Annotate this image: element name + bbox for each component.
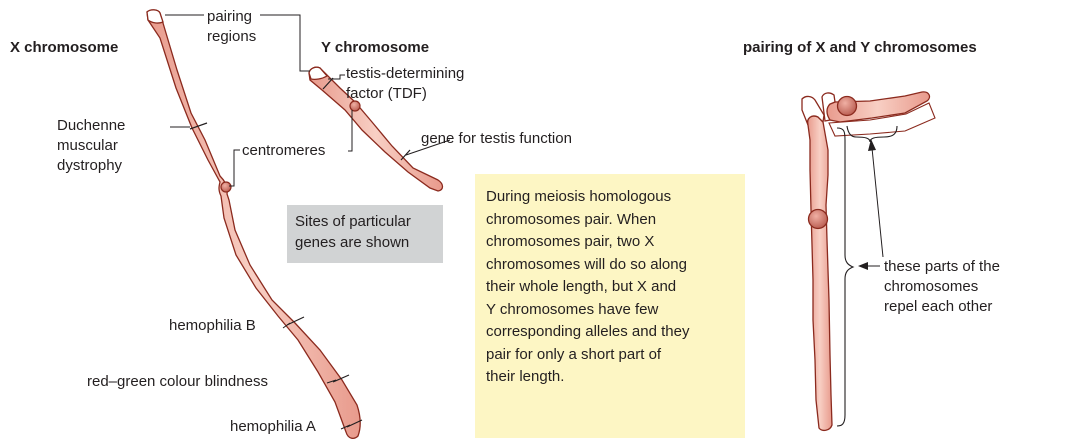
meiosis-note-box: During meiosis homologous chromosomes pa… [475, 174, 745, 438]
centromere-leader-x [229, 149, 240, 187]
centromeres-label: centromeres [242, 142, 326, 159]
paired-x-centromere [807, 208, 829, 230]
paired-y-centromere [836, 95, 858, 117]
x-centromere [220, 181, 232, 193]
x-chromosome-heading: X chromosome [10, 39, 119, 56]
meiosis-note-line: chromosomes pair, two X [486, 233, 655, 250]
pairing-heading: pairing of X and Y chromosomes [743, 39, 977, 56]
vertical-brace [836, 127, 855, 427]
pairing-regions-label: pairing regions [207, 8, 257, 45]
hemophilia-b-label: hemophilia B [169, 317, 256, 334]
tdf-tick [322, 77, 334, 90]
meiosis-note-line: During meiosis homologous [486, 188, 672, 205]
pairing-leader-y [260, 14, 310, 72]
repel-label: these parts of the chromosomes repel eac… [884, 258, 1000, 315]
testis-function-leader [405, 139, 451, 156]
tdf-label: testis-determining factor (TDF) [346, 65, 465, 102]
colour-blindness-label: red–green colour blindness [87, 373, 268, 390]
meiosis-note-line: chromosomes pair. When [486, 210, 657, 228]
paired-x-chromosome [801, 95, 833, 432]
meiosis-note-line: pair for only a short part of [486, 345, 662, 363]
hemophilia-b-leader [282, 322, 291, 329]
meiosis-note-line: chromosomes will do so along [486, 255, 687, 273]
genes-note-line: genes are shown [295, 234, 410, 251]
meiosis-note-line: their length. [486, 368, 565, 385]
testis-function-tick [400, 149, 411, 161]
x-chromosome [146, 9, 361, 439]
meiosis-note-line: their whole length, but X and [486, 278, 677, 295]
paired-y-chromosome [821, 91, 936, 137]
hemophilia-a-tick [346, 419, 363, 428]
centromere-leader-y [348, 110, 353, 152]
genes-note-line: Sites of particular [295, 213, 411, 230]
meiosis-note-line: Y chromosomes have few [486, 300, 659, 318]
genes-note-box: Sites of particular genes are shown [287, 205, 443, 263]
testis-function-label: gene for testis function [421, 130, 572, 147]
duchenne-tick [189, 122, 208, 130]
colour-blindness-leader [326, 379, 337, 384]
colour-blindness-tick [332, 374, 350, 383]
meiosis-note-line: corresponding alleles and they [486, 323, 690, 340]
hemophilia-a-label: hemophilia A [230, 418, 316, 435]
hemophilia-a-leader [340, 424, 351, 430]
horizontal-brace [846, 125, 898, 143]
duchenne-label: Duchenne muscular dystrophy [57, 117, 126, 174]
tdf-leader [328, 74, 345, 80]
repel-arrows [858, 139, 884, 270]
y-chromosome [308, 66, 444, 192]
y-chromosome-heading: Y chromosome [321, 39, 430, 56]
y-centromere [349, 100, 361, 112]
